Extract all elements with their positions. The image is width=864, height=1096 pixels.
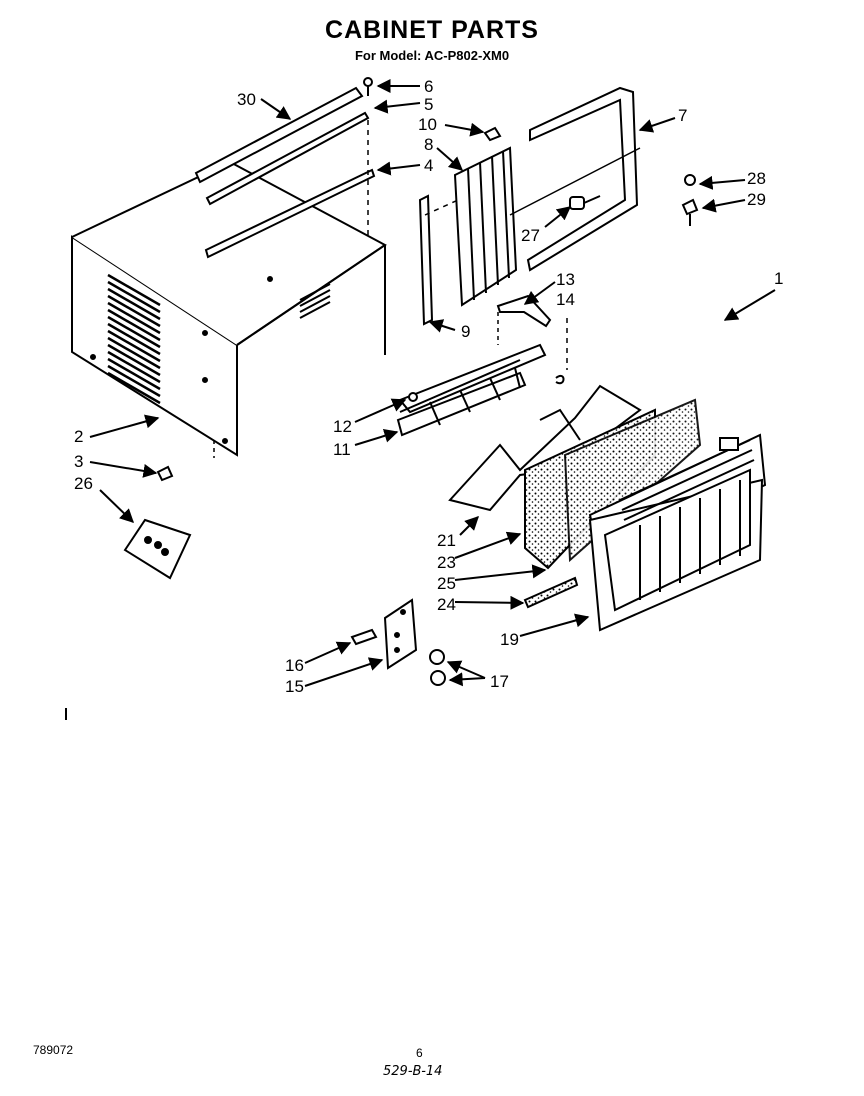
handwritten-note: 529-B-14	[383, 1064, 443, 1079]
model-subtitle: For Model: AC-P802-XM0	[354, 48, 510, 63]
callout-30: 30	[237, 90, 256, 109]
callout-6: 6	[424, 77, 434, 96]
callout-5: 5	[424, 95, 434, 114]
page-title: CABINET PARTS	[325, 16, 539, 44]
callout-7: 7	[678, 106, 688, 125]
callout-11: 11	[333, 440, 351, 459]
callout-19: 19	[500, 630, 519, 649]
callout-3: 3	[74, 452, 84, 471]
callout-14: 14	[556, 290, 575, 309]
callout-13: 13	[556, 270, 575, 289]
callout-1: 1	[774, 269, 784, 288]
page-number: 6	[416, 1046, 423, 1060]
callout-17: 17	[490, 672, 509, 691]
callout-28: 28	[747, 169, 766, 188]
callout-15: 15	[285, 677, 304, 696]
footer-code: 789072	[33, 1043, 74, 1057]
callout-21: 21	[437, 531, 456, 550]
callout-12: 12	[333, 417, 352, 436]
cabinet-wrapper	[71, 160, 387, 457]
callout-24: 24	[437, 595, 456, 614]
callout-10: 10	[418, 115, 437, 134]
callout-27: 27	[521, 226, 540, 245]
callout-29: 29	[747, 190, 766, 209]
callout-25: 25	[437, 574, 456, 593]
callout-26: 26	[74, 474, 93, 493]
callout-9: 9	[461, 322, 471, 341]
callout-8: 8	[424, 135, 434, 154]
leader-arrows	[89, 79, 776, 687]
callout-4: 4	[424, 156, 434, 175]
callout-16: 16	[285, 656, 304, 675]
part-30-rail	[194, 86, 364, 184]
callout-2: 2	[74, 427, 84, 446]
callout-23: 23	[437, 553, 456, 572]
